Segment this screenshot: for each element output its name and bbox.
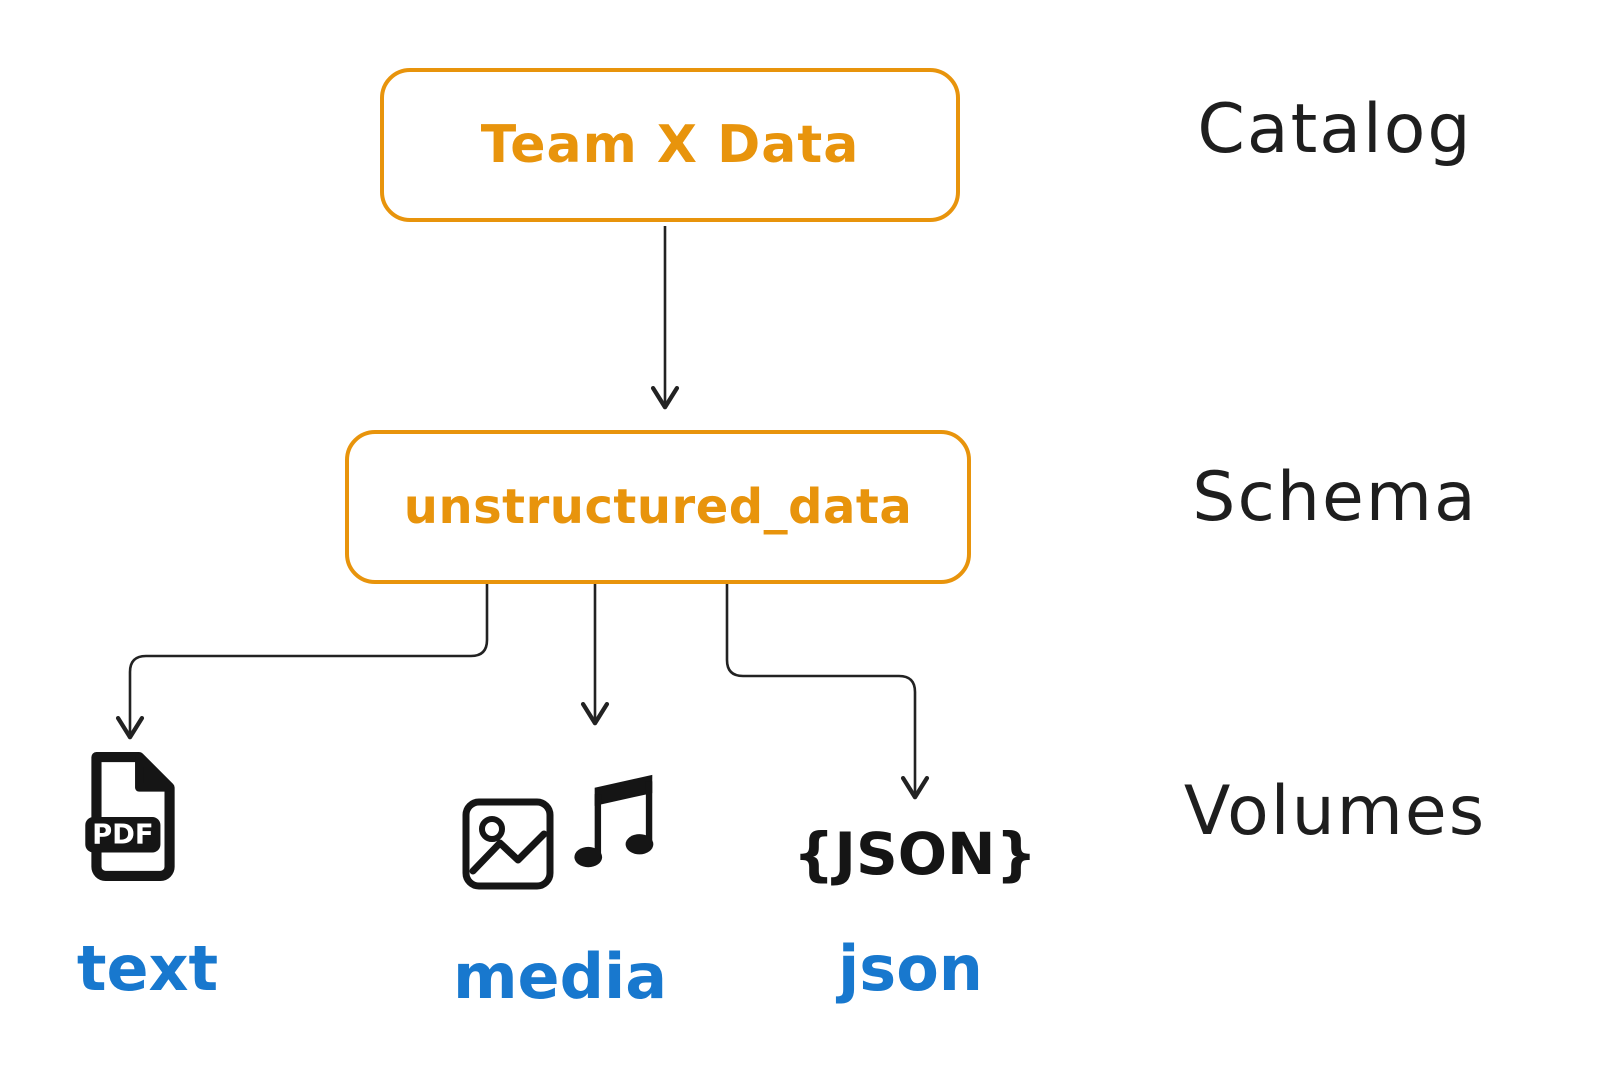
level-label-schema: Schema [1192,458,1478,537]
level-label-catalog: Catalog [1197,90,1473,169]
volume-label-media: media [452,940,668,1013]
volume-label-json: json [838,932,983,1005]
catalog-box: Team X Data [380,68,960,222]
json-braces-text: {JSON} [793,820,1037,888]
schema-box-label: unstructured_data [403,479,913,535]
level-label-volumes: Volumes [1183,772,1487,851]
volume-label-text: text [76,932,219,1005]
schema-box: unstructured_data [345,430,971,584]
catalog-box-label: Team X Data [480,115,860,175]
music-note-icon [568,770,664,878]
pdf-file-icon: PDF [76,750,188,882]
arrow-schema-to-text [115,582,489,740]
image-icon [460,796,556,892]
pdf-band-label: PDF [92,819,154,850]
arrow-schema-to-json [725,582,930,800]
